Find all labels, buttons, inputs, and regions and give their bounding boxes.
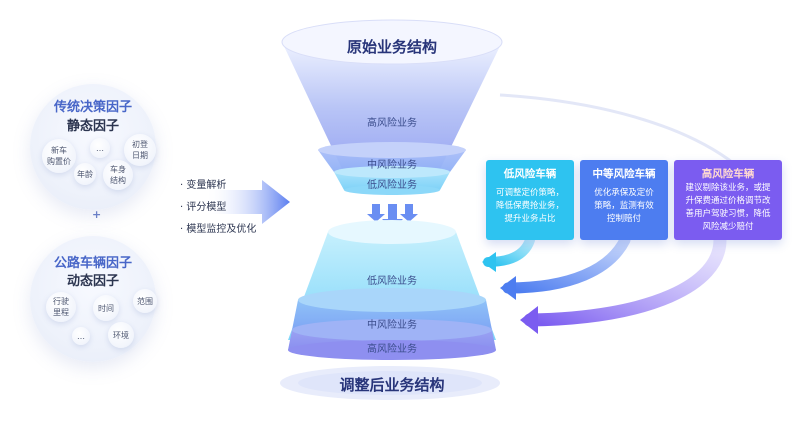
process-arrow-icon [205,180,290,224]
high-risk-card-desc: 建议剔除该业务，或提 升保费通过价格调节改 善用户驾驶习惯，降低 风险减少赔付 [685,183,771,232]
plus-sign: + [92,208,102,221]
top-funnel-rim-outline [281,19,503,65]
high-risk-card: 高风险车辆 建议剔除该业务，或提 升保费通过价格调节改 善用户驾驶习惯，降低 风… [674,160,782,240]
dynamic-factors-label: 动态因子 [66,274,119,289]
bubble-new-car-price: 新车 购置价 [42,139,76,173]
bubble-time: 时间 [93,295,119,321]
mid-risk-return-curve [502,234,631,294]
mid-risk-card-title: 中等风险车辆 [592,168,656,180]
static-factors-label: 静态因子 [66,119,119,134]
top-mid-risk-label: 中风险业务 [367,160,417,171]
bottom-high-risk-label: 高风险业务 [367,344,417,355]
bottom-funnel-top-rim [328,220,456,244]
mid-risk-arrowhead [500,276,516,300]
mid-risk-card: 中等风险车辆 优化承保及定价 策略，监测有效 控制赔付 [580,160,668,240]
top-funnel-mid-rim [318,142,466,158]
bubble-range: 范围 [133,289,157,313]
top-funnel-low-rim [334,166,450,178]
low-risk-card-title: 低风险车辆 [503,168,557,180]
method-scoring-model-label: 评分模型 [186,202,227,213]
method-monitoring-label: 模型监控及优化 [186,224,257,235]
bubble-ellipsis: … [90,138,110,158]
bottom-funnel-high-rim [292,319,492,341]
low-risk-card: 低风险车辆 可调整定价策略， 降低保费抢业务， 提升业务占比 [486,160,574,240]
bubble-first-registration: 初登 日期 [124,134,156,166]
method-scoring-model: · 评分模型 [180,202,227,213]
bottom-low-risk-label: 低风险业务 [367,276,417,287]
bottom-funnel-mid-rim [298,288,486,312]
method-variable-analysis-label: 变量解析 [186,180,227,191]
high-risk-card-title: 高风险车辆 [701,168,755,180]
vehicle-factors-title: 公路车辆因子 [53,256,132,271]
traditional-factors-title: 传统决策因子 [53,100,132,115]
bubble-age: 年龄 [74,163,96,185]
bubble-environment: 环境 [108,322,134,348]
mid-risk-card-desc: 优化承保及定价 策略，监测有效 控制赔付 [594,188,654,224]
bubble-ellipsis-2: … [72,327,90,345]
high-risk-return-curve [523,233,727,327]
low-risk-arrowhead [482,252,496,272]
method-variable-analysis: · 变量解析 [180,180,227,191]
adjusted-structure-title: 调整后业务结构 [339,376,445,394]
bottom-funnel-base [288,340,496,360]
method-monitoring: · 模型监控及优化 [180,224,257,235]
top-low-risk-label: 低风险业务 [367,180,417,191]
bottom-platform-inner [298,371,482,395]
bubble-body-structure: 车身 结构 [103,160,133,190]
bubble-mileage: 行驶 里程 [46,292,76,322]
original-structure-title: 原始业务结构 [346,38,437,56]
top-funnel-rim [282,20,502,64]
bottom-mid-risk-label: 中风险业务 [367,320,417,331]
top-high-risk-label: 高风险业务 [367,118,417,129]
top-funnel-bottom-rim [344,185,440,195]
low-risk-card-desc: 可调整定价策略， 降低保费抢业务， 提升业务占比 [495,188,564,224]
high-risk-arrowhead [520,306,538,334]
